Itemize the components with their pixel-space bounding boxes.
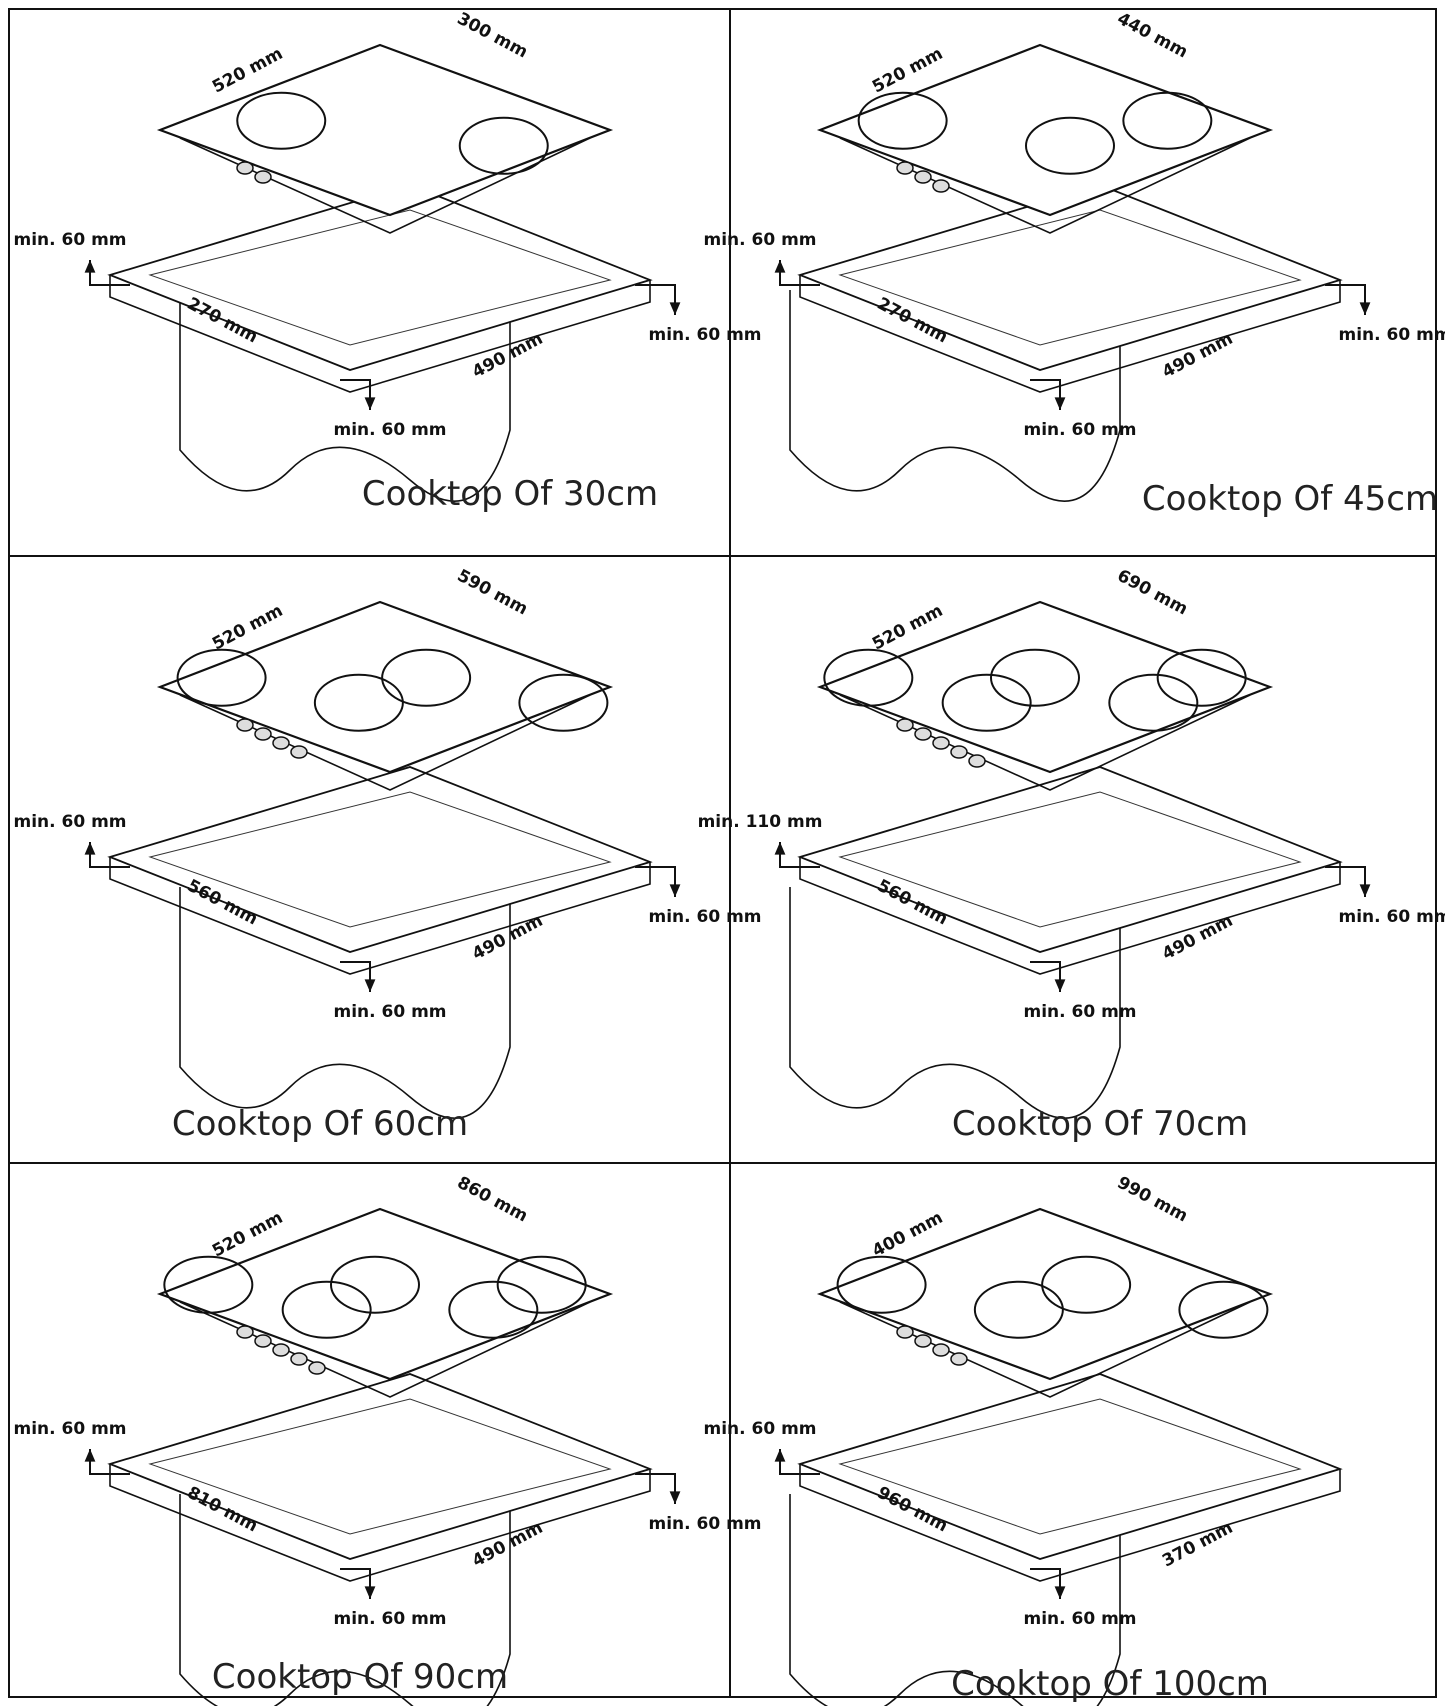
- diagram-grid: [8, 8, 1437, 1698]
- grid-vertical-divider: [729, 10, 731, 1696]
- grid-horizontal-divider-1: [10, 555, 1435, 557]
- grid-horizontal-divider-2: [10, 1162, 1435, 1164]
